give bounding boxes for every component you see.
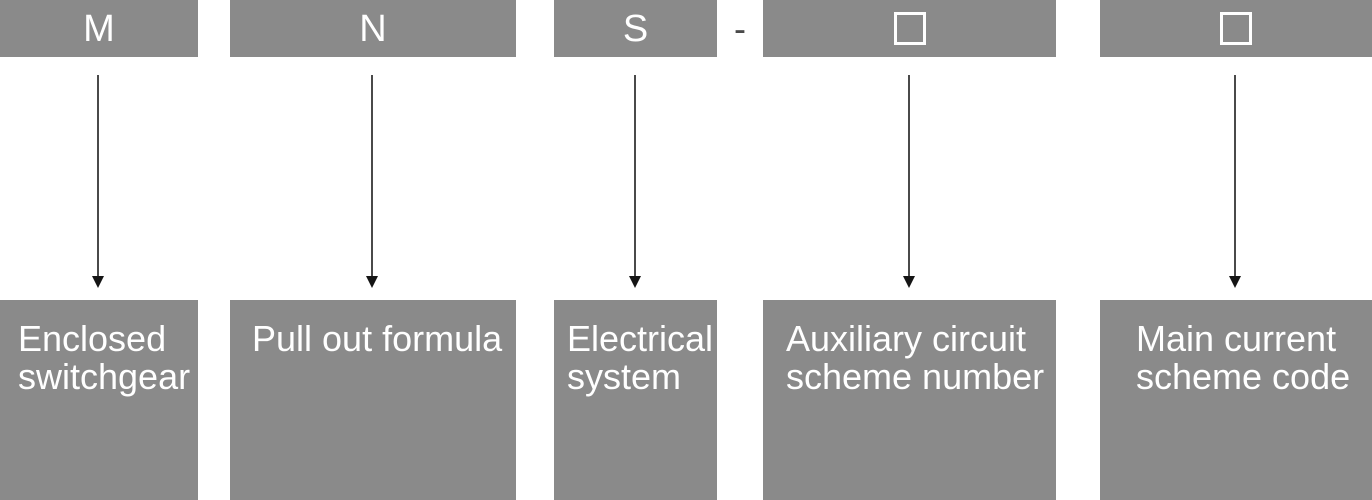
- arrow-head: [1229, 276, 1241, 288]
- description-label: Main current scheme code: [1136, 318, 1351, 397]
- down-arrow-icon: [92, 75, 105, 288]
- down-arrow-icon: [903, 75, 916, 288]
- description-box-main-current: Main current scheme code: [1100, 300, 1372, 500]
- down-arrow-icon: [629, 75, 642, 288]
- code-letter-m: M: [83, 7, 115, 50]
- description-label: Enclosed switchgear: [18, 318, 191, 397]
- code-box-main-placeholder: [1100, 0, 1372, 57]
- code-box-n: N: [230, 0, 516, 57]
- code-box-s: S: [554, 0, 717, 57]
- arrow-head: [903, 276, 915, 288]
- description-label: Electrical system: [567, 318, 714, 397]
- description-label: Pull out formula: [252, 318, 503, 359]
- down-arrow-icon: [366, 75, 379, 288]
- code-box-aux-placeholder: [763, 0, 1056, 57]
- arrow-shaft: [908, 75, 910, 277]
- arrow-shaft: [97, 75, 99, 277]
- description-box-auxiliary-circuit: Auxiliary circuit scheme number: [763, 300, 1056, 500]
- description-box-enclosed-switchgear: Enclosed switchgear: [0, 300, 198, 500]
- arrow-head: [366, 276, 378, 288]
- code-separator-hyphen: -: [734, 7, 746, 49]
- placeholder-square-icon: [893, 12, 926, 45]
- description-box-pull-out-formula: Pull out formula: [230, 300, 516, 500]
- description-label: Auxiliary circuit scheme number: [786, 318, 1045, 397]
- description-box-electrical-system: Electrical system: [554, 300, 717, 500]
- arrow-shaft: [371, 75, 373, 277]
- down-arrow-icon: [1229, 75, 1242, 288]
- arrow-head: [92, 276, 104, 288]
- placeholder-square-icon: [1220, 12, 1252, 45]
- arrow-shaft: [634, 75, 636, 277]
- code-letter-n: N: [359, 7, 387, 50]
- arrow-shaft: [1234, 75, 1236, 277]
- code-box-m: M: [0, 0, 198, 57]
- code-letter-s: S: [622, 7, 649, 50]
- arrow-head: [629, 276, 641, 288]
